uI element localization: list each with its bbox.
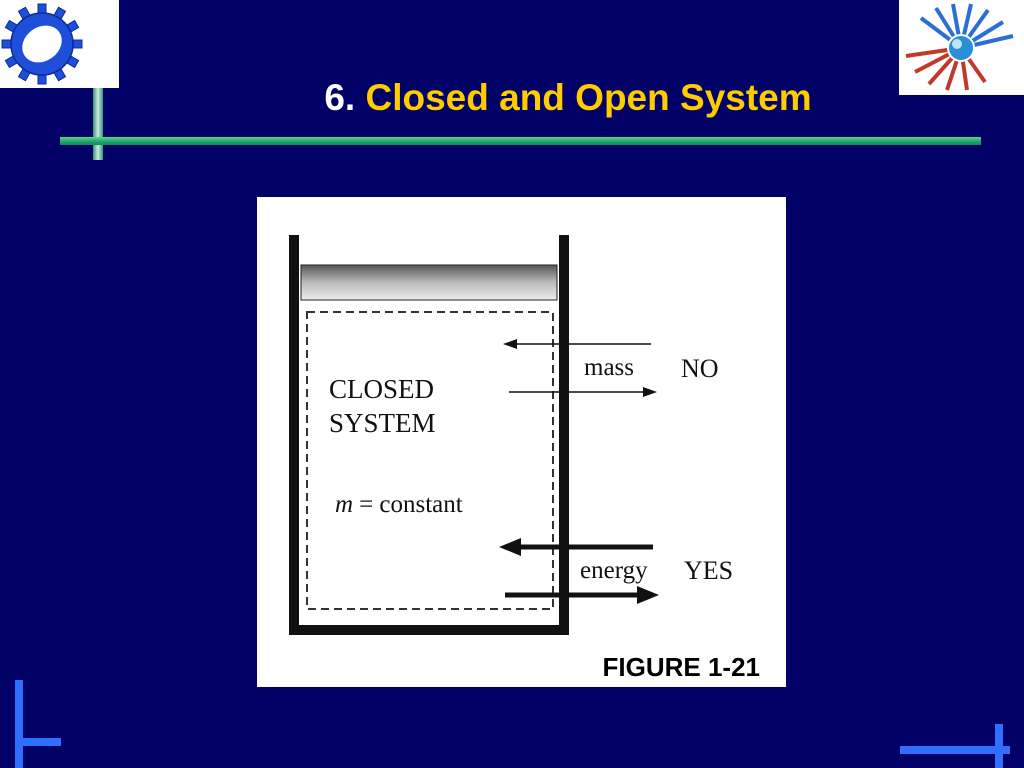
cylinder-left-wall (289, 235, 299, 635)
energy-arrow-in (499, 538, 653, 556)
logo-right (899, 0, 1024, 95)
piston (300, 264, 558, 301)
corner-bracket-right-horizontal (900, 746, 1010, 754)
system-label-line1: CLOSED (329, 374, 434, 404)
corner-bracket-left-vertical (15, 680, 23, 768)
mass-variable: m (335, 491, 353, 518)
energy-arrow-out (505, 586, 659, 604)
mass-constant-text: = constant (359, 491, 463, 518)
gear-icon (1, 3, 83, 85)
energy-label: energy (580, 557, 648, 584)
figure-caption: FIGURE 1-21 (602, 652, 761, 682)
closed-system-diagram: CLOSED SYSTEM m= constant mass NO energy… (289, 235, 733, 635)
system-label-line2: SYSTEM (329, 408, 436, 438)
cylinder-right-wall (559, 235, 569, 635)
title-underline-rule (60, 137, 981, 145)
eye-burst-logo-icon (905, 3, 1014, 91)
figure-panel: CLOSED SYSTEM m= constant mass NO energy… (257, 197, 786, 687)
mass-arrow-in (503, 339, 651, 349)
slide-title: 6. Closed and Open System (0, 76, 1024, 120)
logo-left (0, 0, 119, 88)
vertical-rule-top (93, 88, 103, 160)
mass-answer-label: NO (681, 354, 719, 383)
cylinder-bottom (289, 625, 569, 635)
system-boundary (306, 311, 554, 610)
mass-label: mass (584, 354, 634, 381)
energy-answer-label: YES (684, 556, 733, 585)
mass-arrow-out (509, 387, 657, 397)
mass-constant-label: m= constant (335, 491, 463, 518)
slide-title-number: 6. (324, 77, 356, 118)
slide-title-text: Closed and Open System (365, 77, 812, 118)
corner-bracket-left-horizontal (15, 738, 61, 746)
